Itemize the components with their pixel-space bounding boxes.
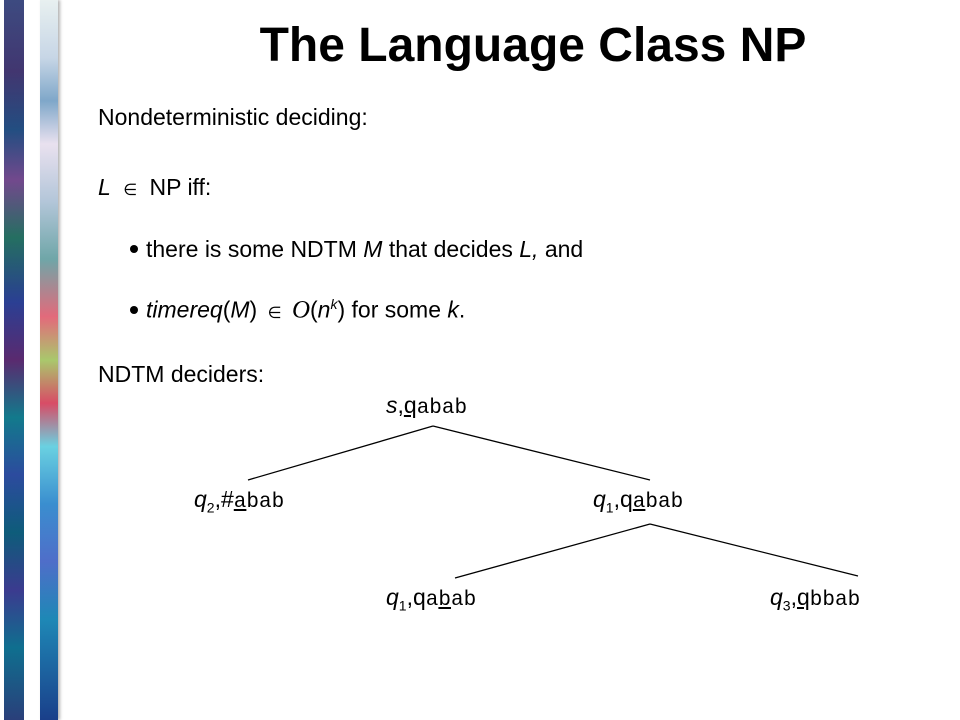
element-of-symbol: ∈ [123,182,138,199]
bullet-item-1: there is some NDTM M that decides L, and [130,236,583,263]
decorative-strip-right [40,0,58,720]
bullet-icon [130,244,138,253]
edge-root-right [432,425,651,481]
tree-node-right: q1,qabab [593,486,684,516]
tree-node-root: s,qabab [386,392,468,420]
bullet-icon [130,305,138,314]
intro-text: Nondeterministic deciding: [98,104,368,130]
decorative-strip-left [4,0,24,720]
big-o-symbol: O [291,296,310,324]
definition-rhs: NP iff: [149,174,212,200]
edge-root-left [247,425,434,481]
deciders-label: NDTM deciders: [98,361,265,387]
tree-node-right-left: q1,qabab [386,584,477,614]
tree-node-right-right: q3,qbbab [770,584,861,614]
edge-right-left [454,523,651,579]
language-variable: L [98,174,111,200]
edge-right-right [649,523,859,577]
definition-line: L ∈ NP iff: [98,174,211,201]
slide-title: The Language Class NP [259,19,807,72]
bullet-item-2: timereq(M) ∈ O(nk) for some k. [130,296,465,325]
tree-node-left: q2,#abab [194,486,285,516]
